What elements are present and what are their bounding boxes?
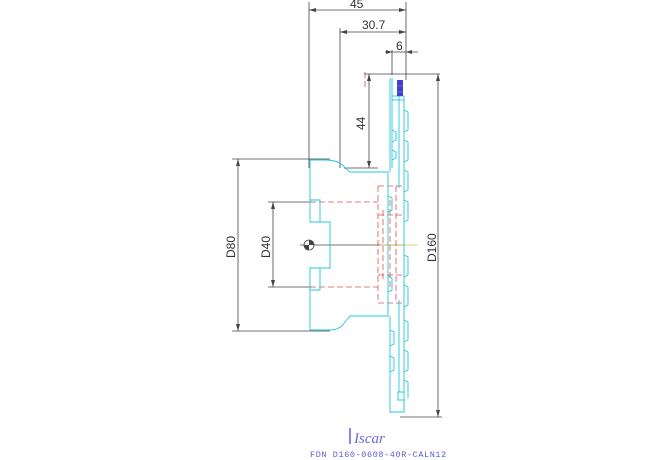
dim-6: 6: [396, 39, 403, 53]
brand-logo-text: Iscar: [353, 431, 385, 447]
dimension-lines: [232, 2, 442, 418]
dim-d40: D40: [259, 236, 273, 258]
body-outline: [309, 78, 409, 413]
dim-d80: D80: [224, 236, 238, 258]
dim-d160: D160: [425, 233, 439, 262]
dim-30-7: 30.7: [362, 18, 386, 32]
dimension-arrows: [236, 8, 440, 417]
insert: [397, 80, 403, 96]
hidden-lines: [310, 72, 404, 304]
part-designation: FDN D160-0608-40R-CALN12: [310, 450, 447, 460]
dim-45: 45: [350, 0, 364, 11]
dim-44: 44: [354, 116, 368, 130]
brand-logo: Iscar: [349, 428, 385, 447]
center-mark-icon: [303, 239, 315, 251]
